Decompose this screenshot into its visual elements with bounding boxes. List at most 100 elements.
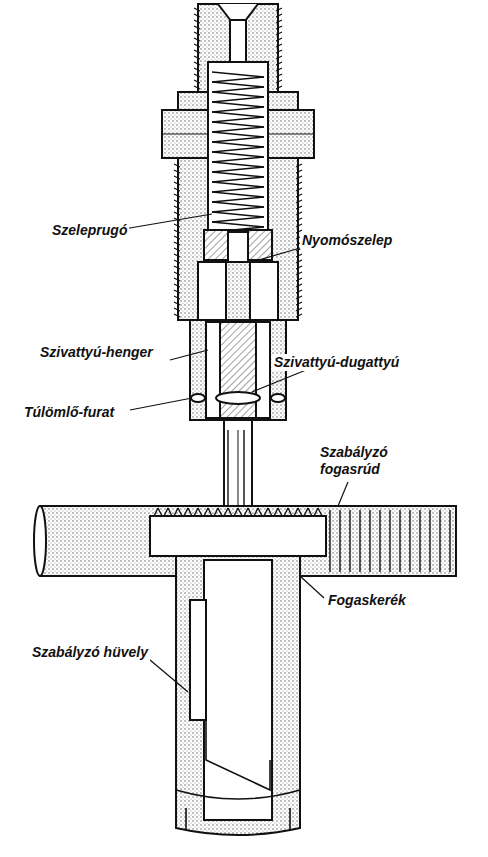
stroke xyxy=(296,314,302,317)
stroke xyxy=(174,284,180,287)
stroke xyxy=(212,77,264,82)
stroke xyxy=(174,176,180,179)
stroke xyxy=(174,194,180,197)
part-label: Szabályzó hüvely xyxy=(30,644,150,661)
stroke xyxy=(268,508,272,516)
stroke xyxy=(174,170,180,173)
stroke xyxy=(212,112,264,117)
stroke xyxy=(212,92,264,97)
stroke xyxy=(296,212,302,215)
stroke xyxy=(212,182,264,187)
stroke xyxy=(212,162,264,167)
stroke xyxy=(439,510,440,572)
stroke xyxy=(194,44,200,47)
part-label: Fogaskerék xyxy=(326,592,408,609)
stroke xyxy=(174,212,180,215)
stroke xyxy=(174,242,180,245)
stroke xyxy=(254,508,258,516)
stroke xyxy=(296,194,302,197)
stroke xyxy=(194,62,200,65)
stroke xyxy=(276,20,282,23)
stroke xyxy=(174,302,180,305)
part-label: Szabályzó fogasrúd xyxy=(318,444,442,478)
stroke xyxy=(194,32,200,35)
stroke xyxy=(369,510,370,572)
stroke xyxy=(212,222,264,227)
stroke xyxy=(276,86,282,89)
stroke xyxy=(194,20,200,23)
stroke xyxy=(212,152,264,157)
stroke xyxy=(174,260,180,263)
stroke xyxy=(174,272,180,275)
stroke xyxy=(174,230,180,233)
stroke xyxy=(238,508,242,516)
stroke xyxy=(276,62,282,65)
stroke xyxy=(184,508,188,516)
stroke xyxy=(276,44,282,47)
stroke xyxy=(218,508,222,516)
stroke xyxy=(212,217,264,222)
stroke xyxy=(278,508,282,516)
stroke xyxy=(296,206,302,209)
stroke xyxy=(449,510,450,572)
stroke xyxy=(296,308,302,311)
stroke xyxy=(194,26,200,29)
stroke xyxy=(212,117,264,122)
stroke xyxy=(174,188,180,191)
stroke xyxy=(349,510,350,572)
stroke xyxy=(212,107,264,112)
stroke xyxy=(276,68,282,71)
stroke xyxy=(174,254,180,257)
stroke xyxy=(194,14,200,17)
stroke xyxy=(224,508,228,516)
leader-lines xyxy=(118,214,348,692)
stroke xyxy=(296,200,302,203)
stroke xyxy=(212,97,264,102)
stroke xyxy=(276,26,282,29)
stroke xyxy=(154,508,158,516)
stroke xyxy=(234,508,238,516)
stroke xyxy=(194,8,200,11)
stroke xyxy=(212,177,264,182)
part-label: Túlömlő-furat xyxy=(22,404,116,421)
stroke xyxy=(264,508,268,516)
stroke xyxy=(296,290,302,293)
stroke xyxy=(296,218,302,221)
part-label: Szivattyú-dugattyú xyxy=(272,354,401,371)
stroke xyxy=(244,508,248,516)
stroke xyxy=(212,82,264,87)
stroke xyxy=(359,510,360,572)
stroke xyxy=(304,508,308,516)
stroke xyxy=(212,87,264,92)
stroke xyxy=(276,8,282,11)
stroke xyxy=(174,314,180,317)
stroke xyxy=(212,207,264,212)
stroke xyxy=(296,278,302,281)
stroke xyxy=(194,86,200,89)
stroke xyxy=(194,38,200,41)
stroke xyxy=(212,172,264,177)
stroke xyxy=(212,142,264,147)
screw-thread xyxy=(174,8,302,317)
stroke xyxy=(276,56,282,59)
stroke xyxy=(314,508,318,516)
stroke xyxy=(174,218,180,221)
stroke xyxy=(276,38,282,41)
stroke xyxy=(339,510,340,572)
stroke xyxy=(174,236,180,239)
part-label: Szivattyú-henger xyxy=(38,344,155,361)
stroke xyxy=(204,508,208,516)
stroke xyxy=(318,508,322,516)
stroke xyxy=(212,197,264,202)
stroke xyxy=(248,508,252,516)
stroke xyxy=(174,182,180,185)
stroke xyxy=(276,14,282,17)
stroke xyxy=(212,157,264,162)
stroke xyxy=(276,32,282,35)
stroke xyxy=(389,510,390,572)
stroke xyxy=(296,182,302,185)
stroke xyxy=(212,122,264,127)
stroke xyxy=(174,200,180,203)
stroke xyxy=(228,508,232,516)
